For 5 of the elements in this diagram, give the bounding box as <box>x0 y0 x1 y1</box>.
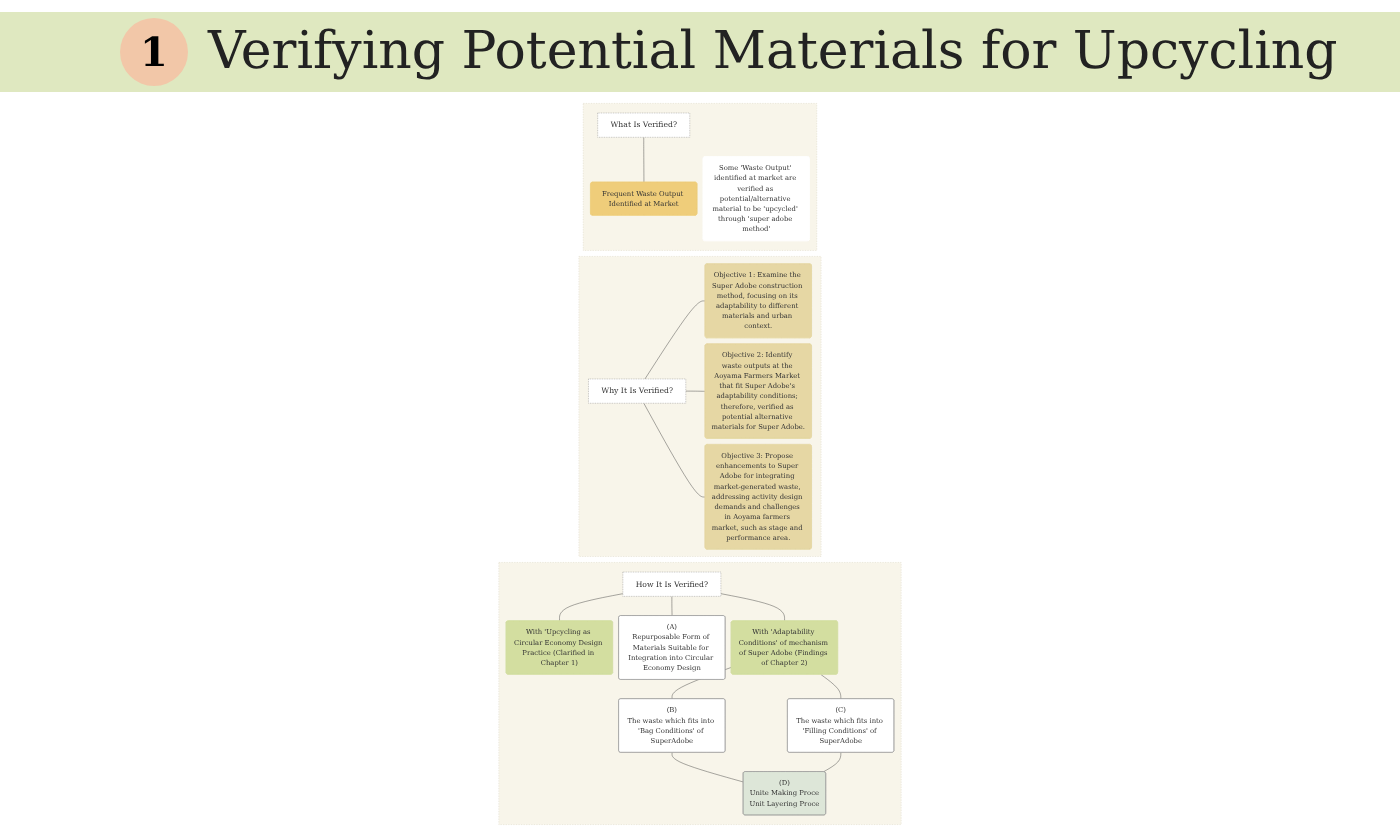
cluster <box>583 103 817 251</box>
section-number: 1 <box>120 18 188 86</box>
cluster <box>498 562 902 825</box>
cluster <box>578 256 822 557</box>
title: Verifying Potential Materials for Upcycling <box>208 22 1338 82</box>
